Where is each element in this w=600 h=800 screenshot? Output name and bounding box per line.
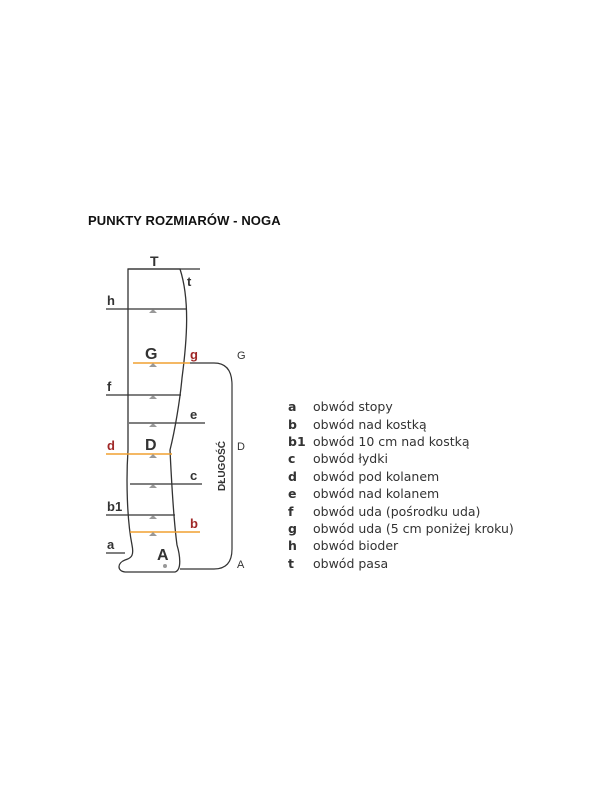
legend-key: t xyxy=(288,555,294,571)
label-G: G xyxy=(145,346,157,363)
legend-text: obwód 10 cm nad kostką xyxy=(313,433,470,449)
label-T: T xyxy=(150,253,159,269)
marker-f xyxy=(149,395,157,399)
legend-text: obwód pasa xyxy=(313,555,389,571)
leg-outline xyxy=(118,268,188,573)
label-length: DŁUGOŚĆ xyxy=(215,441,228,491)
label-b1: b1 xyxy=(107,499,122,514)
legend: a obwód stopy b obwód nad kostką b1 obwód 10 … xyxy=(288,398,514,572)
marker-e xyxy=(149,423,157,427)
legend-item: a obwód stopy xyxy=(288,398,514,415)
marker-b1 xyxy=(149,515,157,519)
legend-item: g obwód uda (5 cm poniżej kroku) xyxy=(288,520,514,537)
legend-key: f xyxy=(288,503,294,519)
marker-c xyxy=(149,484,157,488)
legend-item: c obwód łydki xyxy=(288,450,514,467)
legend-text: obwód nad kolanem xyxy=(313,486,440,502)
legend-key: g xyxy=(288,520,297,536)
legend-item: e obwód nad kolanem xyxy=(288,485,514,502)
legend-item: f obwód uda (pośrodku uda) xyxy=(288,502,514,519)
label-G-right: G xyxy=(237,350,246,362)
label-b: b xyxy=(190,516,198,531)
legend-text: obwód bioder xyxy=(313,538,399,554)
label-c: c xyxy=(190,468,197,483)
marker-g xyxy=(149,363,157,367)
length-bracket xyxy=(180,362,233,570)
label-g: g xyxy=(190,347,198,362)
legend-text: obwód uda (pośrodku uda) xyxy=(313,503,481,519)
marker-a xyxy=(163,564,167,568)
marker-b xyxy=(149,532,157,536)
legend-key: a xyxy=(288,399,297,415)
label-f: f xyxy=(107,379,112,394)
label-D-right: D xyxy=(237,441,245,453)
legend-text: obwód łydki xyxy=(313,451,388,467)
label-A: A xyxy=(157,547,169,564)
label-h: h xyxy=(107,293,115,308)
label-e: e xyxy=(190,407,197,422)
legend-text: obwód pod kolanem xyxy=(313,468,440,484)
marker-d xyxy=(149,454,157,458)
page-title: PUNKTY ROZMIARÓW - NOGA xyxy=(88,213,281,228)
legend-key: d xyxy=(288,468,297,484)
legend-key: c xyxy=(288,451,296,467)
legend-item: h obwód bioder xyxy=(288,537,514,554)
label-t: t xyxy=(187,274,192,289)
legend-key: h xyxy=(288,538,297,554)
legend-key: b1 xyxy=(288,433,306,449)
legend-item: d obwód pod kolanem xyxy=(288,468,514,485)
label-D: D xyxy=(145,437,157,454)
legend-item: t obwód pasa xyxy=(288,555,514,572)
legend-text: obwód uda (5 cm poniżej kroku) xyxy=(313,520,514,536)
marker-h xyxy=(149,309,157,313)
legend-key: e xyxy=(288,486,297,502)
legend-item: b obwód nad kostką xyxy=(288,415,514,432)
legend-text: obwód stopy xyxy=(313,399,393,415)
label-d: d xyxy=(107,438,115,453)
legend-key: b xyxy=(288,416,297,432)
label-A-right: A xyxy=(237,559,245,571)
label-a: a xyxy=(107,537,115,552)
legend-item: b1 obwód 10 cm nad kostką xyxy=(288,433,514,450)
legend-text: obwód nad kostką xyxy=(313,416,427,432)
